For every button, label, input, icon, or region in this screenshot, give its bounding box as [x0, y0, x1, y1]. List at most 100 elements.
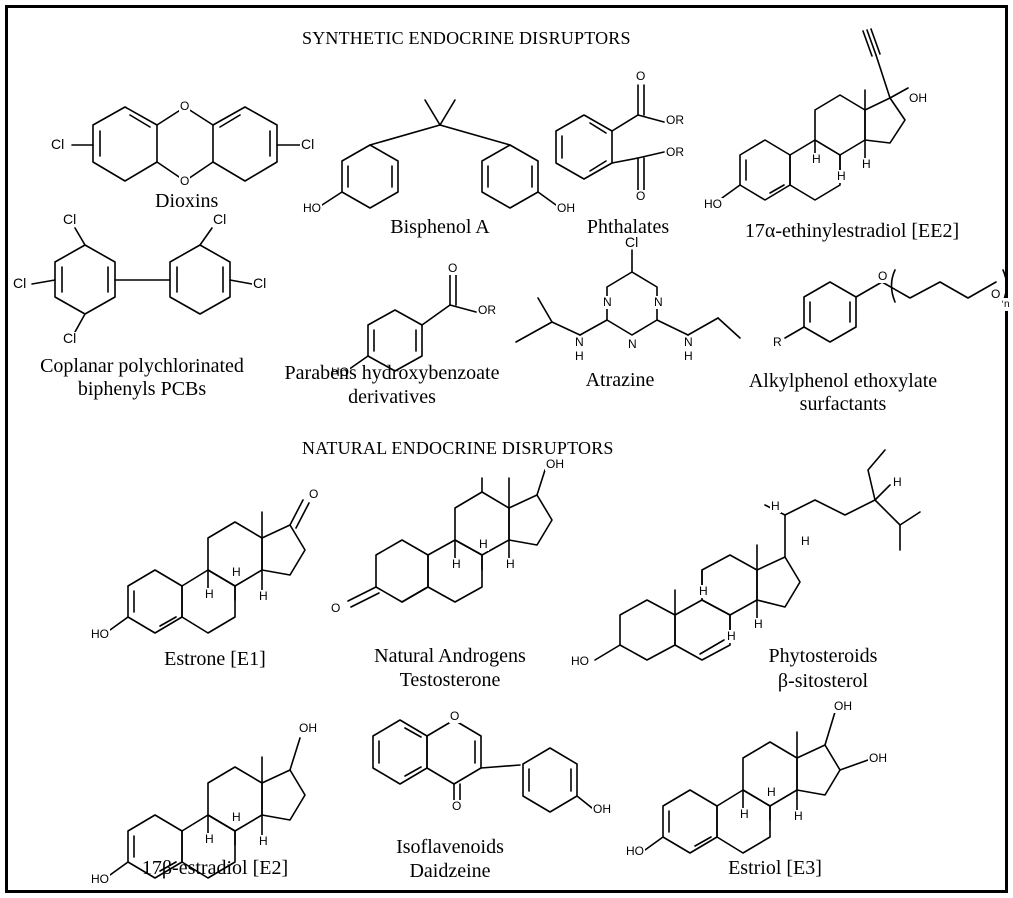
sitosterol-structure	[594, 449, 921, 661]
label-parabens-line2: derivatives	[348, 386, 436, 408]
sitosterol-h-1: H	[698, 584, 709, 598]
paraben-or: OR	[477, 303, 497, 317]
estrone-o: O	[308, 487, 320, 501]
phthalate-structure	[555, 84, 665, 191]
pcb-cl-4: Cl	[212, 211, 228, 227]
estradiol-oh: OH	[298, 721, 318, 735]
paraben-structure	[347, 274, 477, 372]
label-pcb-line1: Coplanar polychlorinated	[40, 355, 244, 377]
ee2-h-1: H	[836, 169, 847, 183]
sitosterol-h-2: H	[726, 629, 737, 643]
atrazine-n-1: N	[602, 295, 613, 309]
estrone-h-2: H	[231, 565, 242, 579]
pcb-cl-3: Cl	[62, 330, 78, 346]
alkyl-o-2: O	[990, 287, 1002, 301]
bisphenol-structure	[321, 99, 557, 209]
label-iso-line2: Daidzeine	[409, 860, 491, 882]
sitosterol-h-5: H	[770, 499, 781, 513]
label-phyto-line2: β-sitosterol	[777, 670, 869, 692]
sitosterol-h-6: H	[892, 475, 903, 489]
daidzein-o-ring: O	[449, 709, 461, 723]
label-alkyl-line2: surfactants	[799, 393, 887, 415]
atrazine-n-3: N	[627, 337, 638, 351]
estrone-h-1: H	[204, 587, 215, 601]
label-estradiol: 17β-estradiol [E2]	[141, 857, 289, 879]
paraben-ho: HO	[330, 365, 350, 379]
label-phyto-line1: Phytosteroids	[768, 645, 878, 667]
phthalate-or-top: OR	[665, 113, 685, 127]
estriol-ho: HO	[625, 844, 645, 858]
label-androgen-line2: Testosterone	[399, 669, 501, 691]
testosterone-h-3: H	[505, 557, 516, 571]
alkyl-n-subscript: n	[1003, 298, 1011, 311]
estriol-structure	[644, 711, 869, 854]
atrazine-cl: Cl	[624, 234, 640, 250]
alkyl-r: R	[772, 335, 783, 349]
daidzein-o-keto: O	[451, 799, 463, 813]
phthalate-or-bottom: OR	[665, 145, 685, 159]
heading-synthetic: SYNTHETIC ENDOCRINE DISRUPTORS	[302, 28, 631, 48]
testosterone-h-1: H	[451, 557, 462, 571]
pcb-cl-1: Cl	[62, 211, 78, 227]
alkylphenol-structure	[784, 269, 1008, 343]
label-phthalates: Phthalates	[586, 216, 670, 238]
label-estrone: Estrone [E1]	[164, 648, 266, 670]
estrone-structure	[109, 499, 310, 634]
dioxin-cl-left: Cl	[50, 136, 66, 152]
atrazine-n-2: N	[653, 295, 664, 309]
label-estriol: Estriol [E3]	[728, 857, 822, 879]
pcb-cl-2: Cl	[12, 275, 28, 291]
label-ee2: 17α-ethinylestradiol [EE2]	[744, 220, 960, 242]
testosterone-oh: OH	[545, 457, 565, 471]
ee2-oh: OH	[908, 91, 928, 105]
ee2-h-3: H	[811, 152, 822, 166]
paraben-o: O	[447, 261, 459, 275]
phthalate-o-top: O	[635, 69, 647, 83]
heading-natural: NATURAL ENDOCRINE DISRUPTORS	[302, 438, 614, 458]
sitosterol-h-4: H	[800, 534, 811, 548]
estriol-h-2: H	[766, 785, 777, 799]
daidzein-structure	[372, 719, 593, 813]
label-pcb-line2: biphenyls PCBs	[77, 378, 207, 400]
testosterone-h-2: H	[478, 537, 489, 551]
estrone-ho: HO	[90, 627, 110, 641]
ee2-h-2: H	[861, 157, 872, 171]
atrazine-h-right: H	[683, 349, 694, 363]
bisphenol-oh: OH	[556, 201, 576, 215]
estradiol-ho: HO	[90, 872, 110, 886]
testosterone-o: O	[330, 601, 342, 615]
ee2-structure	[721, 28, 909, 201]
bisphenol-ho: HO	[302, 201, 322, 215]
pcb-structure	[31, 227, 253, 333]
ee2-ho: HO	[703, 197, 723, 211]
figure-frame	[5, 5, 1008, 893]
label-atrazine: Atrazine	[585, 369, 655, 391]
dioxin-structure	[71, 106, 301, 182]
atrazine-structure	[515, 249, 741, 343]
estradiol-structure	[109, 737, 306, 879]
label-bisphenol: Bisphenol A	[390, 216, 490, 238]
estradiol-h-2: H	[231, 810, 242, 824]
testosterone-structure	[347, 469, 553, 608]
estradiol-h-3: H	[258, 834, 269, 848]
dioxin-cl-right: Cl	[300, 136, 316, 152]
phthalate-o-bottom: O	[635, 189, 647, 203]
label-parabens-line1: Parabens hydroxybenzoate	[284, 362, 500, 384]
estriol-oh-1: OH	[833, 699, 853, 713]
label-alkyl-line1: Alkylphenol ethoxylate	[748, 370, 938, 392]
dioxin-ring-left	[92, 106, 158, 182]
atrazine-nh-right: N	[683, 335, 694, 349]
alkyl-o-1: O	[877, 269, 889, 283]
estradiol-h-1: H	[204, 832, 215, 846]
atrazine-h-left: H	[574, 349, 585, 363]
label-iso-line1: Isoflavenoids	[396, 836, 504, 858]
dioxin-o-bottom: O	[179, 174, 191, 188]
dioxin-o-top: O	[179, 99, 191, 113]
estriol-h-3: H	[793, 809, 804, 823]
atrazine-nh-left: N	[574, 335, 585, 349]
estriol-oh-2: OH	[868, 751, 888, 765]
sitosterol-ho: HO	[570, 654, 590, 668]
label-androgen-line1: Natural Androgens	[374, 645, 526, 667]
estriol-h-1: H	[739, 807, 750, 821]
